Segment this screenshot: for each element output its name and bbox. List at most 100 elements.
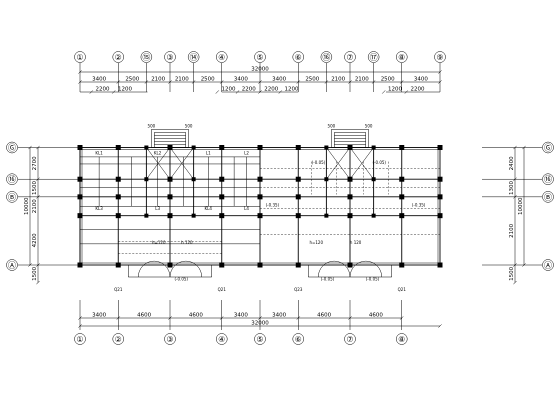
dim-tick bbox=[438, 80, 442, 84]
dim-tick bbox=[522, 263, 526, 267]
axis-label-top: ⑨ bbox=[436, 53, 443, 62]
axis-bubble-top bbox=[164, 51, 176, 63]
axis-label-top: ⑭ bbox=[190, 53, 198, 62]
column bbox=[257, 176, 263, 182]
dim-tick bbox=[258, 90, 262, 94]
axis-label-bottom: ⑦ bbox=[346, 335, 353, 344]
balcony-door-arc bbox=[349, 260, 382, 278]
dim-tick bbox=[371, 80, 376, 84]
axis-bubble-top bbox=[344, 51, 356, 63]
dim-value-top-bay: 2500 bbox=[125, 77, 139, 83]
axis-label-bottom: ③ bbox=[166, 335, 173, 344]
column bbox=[257, 145, 263, 150]
column-secondary bbox=[144, 145, 149, 150]
column bbox=[347, 176, 353, 182]
column bbox=[219, 176, 225, 182]
dim-value-right-total: 10000 bbox=[518, 197, 524, 215]
column bbox=[347, 213, 353, 219]
column-secondary bbox=[144, 213, 149, 218]
core-cross bbox=[326, 147, 351, 180]
column bbox=[219, 213, 225, 219]
dim-tick bbox=[258, 80, 262, 84]
dim-tick bbox=[219, 316, 224, 320]
column bbox=[219, 194, 225, 200]
dim-tick bbox=[513, 263, 517, 267]
balcony-door-arc bbox=[138, 260, 171, 278]
door-tag: Q21 bbox=[398, 287, 407, 292]
axis-label-top: ⑰ bbox=[370, 53, 378, 62]
axis-label-top: ⑥ bbox=[295, 53, 302, 62]
dim-value-top-sub: 1200 bbox=[118, 87, 132, 93]
dim-tick bbox=[296, 316, 301, 320]
dim-tick bbox=[111, 90, 116, 94]
column bbox=[399, 145, 405, 150]
axis-bubble-bottom bbox=[396, 333, 408, 345]
axis-label-top: ⑤ bbox=[256, 53, 263, 62]
column bbox=[295, 145, 301, 150]
dim-tick bbox=[144, 80, 149, 84]
column-secondary bbox=[144, 177, 149, 182]
axis-label-top: ② bbox=[115, 53, 122, 62]
dim-tick bbox=[438, 324, 442, 328]
column-secondary bbox=[191, 213, 196, 218]
dim-value-top-bay: 2100 bbox=[175, 77, 189, 83]
room-note: (-0.05) bbox=[373, 160, 387, 165]
axis-bubble-top bbox=[434, 51, 446, 63]
axis-bubble-top bbox=[140, 51, 153, 63]
axis-label-bottom: ⑧ bbox=[398, 335, 405, 344]
dim-value-bottom-bay: 3400 bbox=[92, 313, 106, 319]
dim-value-top-sub: 1200 bbox=[285, 87, 299, 93]
axis-label-top: ① bbox=[76, 53, 83, 62]
column bbox=[257, 262, 263, 268]
column bbox=[437, 176, 443, 182]
column bbox=[399, 213, 405, 219]
row-label-left: Ⓐ bbox=[8, 261, 16, 270]
column bbox=[167, 145, 173, 150]
dim-tick bbox=[219, 80, 224, 84]
core-cross bbox=[146, 147, 171, 180]
axis-bubble-top bbox=[254, 51, 266, 63]
dim-tick bbox=[116, 316, 121, 320]
door-tag: Q21 bbox=[114, 287, 123, 292]
column bbox=[219, 145, 225, 150]
column bbox=[295, 213, 301, 219]
stair-dim: 500 bbox=[185, 124, 193, 129]
room-note: (-0.05) bbox=[312, 160, 326, 165]
dim-value-left-row: 2700 bbox=[32, 156, 38, 170]
axis-label-top: ⑮ bbox=[142, 53, 150, 62]
column bbox=[295, 176, 301, 182]
dim-value-left-total: 10000 bbox=[24, 197, 30, 215]
column-secondary bbox=[324, 177, 329, 182]
beam-tag: L4 bbox=[244, 206, 249, 211]
dim-tick bbox=[399, 80, 404, 84]
column bbox=[77, 262, 83, 268]
column-secondary bbox=[191, 145, 196, 150]
column bbox=[219, 262, 225, 268]
beam-tag: KL1 bbox=[95, 151, 103, 156]
axis-bubble-top bbox=[320, 51, 333, 63]
core-cross bbox=[169, 147, 194, 180]
column bbox=[115, 145, 121, 150]
dim-value-top-sub: 2200 bbox=[411, 87, 425, 93]
dim-tick bbox=[28, 145, 32, 150]
axis-bubble-top bbox=[216, 51, 228, 63]
row-label-left: ⑯ bbox=[8, 175, 16, 184]
dim-tick bbox=[404, 90, 409, 94]
dim-tick bbox=[513, 145, 517, 150]
dim-tick bbox=[348, 80, 352, 84]
column bbox=[77, 145, 83, 150]
beam-tag: L2 bbox=[244, 151, 249, 156]
dim-value-right-outer: 1500 bbox=[509, 266, 515, 280]
dim-tick bbox=[399, 316, 404, 320]
room-note: h 120 bbox=[350, 240, 362, 245]
dim-value-right-row: 1300 bbox=[509, 181, 515, 195]
axis-bubble-top bbox=[292, 51, 304, 63]
dim-value-top-bay: 3400 bbox=[92, 77, 106, 83]
dim-value-bottom-total: 32000 bbox=[251, 321, 269, 327]
dim-tick bbox=[78, 324, 82, 328]
dim-value-left-outer: 1500 bbox=[32, 266, 38, 280]
column bbox=[437, 262, 443, 268]
room-note: (-0.05) bbox=[366, 276, 380, 281]
dim-value-top-bay: 2500 bbox=[201, 77, 215, 83]
